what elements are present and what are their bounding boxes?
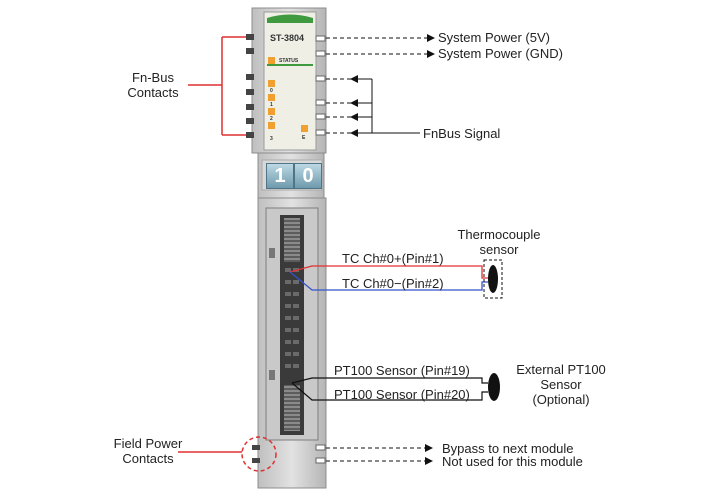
bypass-label: Bypass to next module xyxy=(442,441,574,456)
pt100-sensor-symbol xyxy=(488,373,500,401)
error-led xyxy=(301,125,308,132)
connector-ribs-bottom xyxy=(284,385,300,431)
fnbus-contacts-left xyxy=(246,34,254,138)
latch-lower xyxy=(269,370,275,380)
not-used-label: Not used for this module xyxy=(442,454,583,469)
system-power-5v-label: System Power (5V) xyxy=(438,30,550,45)
field-power-contacts-right xyxy=(315,444,326,464)
status-led xyxy=(268,57,275,64)
channel-led-2 xyxy=(268,108,275,115)
latch-upper xyxy=(269,248,275,258)
pt100-pin20-label: PT100 Sensor (Pin#20) xyxy=(334,387,470,402)
channel-led-1 xyxy=(268,94,275,101)
channel-led-3 xyxy=(268,122,275,129)
error-label: E xyxy=(302,135,306,141)
fn-bus-contacts-line-1: Fn-Bus xyxy=(132,70,174,85)
fnbus-signal-lines xyxy=(326,78,420,134)
channel-label-2: 2 xyxy=(270,116,273,122)
thermocouple-dashed-box xyxy=(483,259,503,299)
external-pt100-line-2: Sensor xyxy=(540,377,582,392)
thermocouple-sensor-label: Thermocouple sensor xyxy=(444,227,554,257)
thermocouple-sensor-symbol xyxy=(488,265,498,293)
connector-ribs-top xyxy=(284,218,300,262)
io-module xyxy=(246,7,327,489)
field-power-contacts-label: Field Power Contacts xyxy=(104,436,192,466)
tc-ch0-minus-label: TC Ch#0−(Pin#2) xyxy=(342,276,444,291)
thermocouple-line-1: Thermocouple xyxy=(457,227,541,242)
channel-label-1: 1 xyxy=(270,102,273,108)
pt100-pin19-label: PT100 Sensor (Pin#19) xyxy=(334,363,470,378)
fn-bus-contacts-label: Fn-Bus Contacts xyxy=(118,70,188,100)
channel-label-0: 0 xyxy=(270,88,273,94)
fnbus-signal-label: FnBus Signal xyxy=(423,126,501,141)
channel-label-3: 3 xyxy=(270,136,273,142)
field-power-line-2: Contacts xyxy=(122,451,174,466)
fnbus-bracket xyxy=(188,36,246,136)
channel-led-0 xyxy=(268,80,275,87)
external-pt100-line-1: External PT100 xyxy=(516,362,606,377)
field-power-line-1: Field Power xyxy=(113,436,183,451)
pt100-wires xyxy=(291,377,488,401)
fnbus-contacts-right xyxy=(315,35,326,136)
thermocouple-line-2: sensor xyxy=(479,242,519,257)
field-power-contacts-left xyxy=(252,445,260,463)
green-top-strip xyxy=(267,14,313,23)
external-pt100-line-3: (Optional) xyxy=(532,392,590,407)
external-pt100-label: External PT100 Sensor (Optional) xyxy=(506,362,616,407)
rotary-switch-ones[interactable]: 0 xyxy=(294,163,322,189)
status-label: STATUS xyxy=(279,58,299,64)
fn-bus-contacts-line-2: Contacts xyxy=(127,85,179,100)
field-power-highlight-circle xyxy=(241,436,277,472)
fnbus-arrowheads xyxy=(350,75,358,137)
rotary-switch-tens[interactable]: 1 xyxy=(266,163,294,189)
system-power-gnd-label: System Power (GND) xyxy=(438,46,563,61)
module-model-label: ST-3804 xyxy=(270,33,305,43)
tc-ch0-plus-label: TC Ch#0+(Pin#1) xyxy=(342,251,444,266)
